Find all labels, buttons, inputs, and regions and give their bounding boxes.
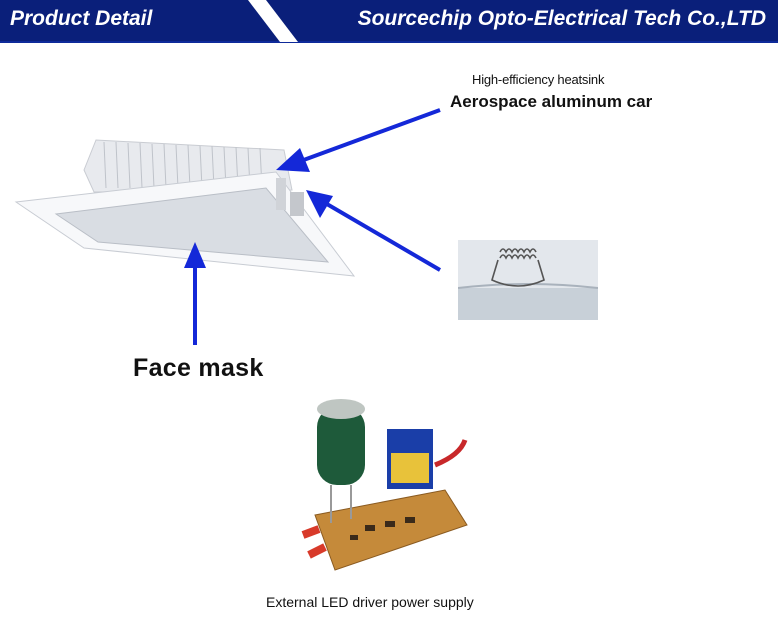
face-mask-label: Face mask (133, 354, 264, 382)
company-name: Sourcechip Opto-Electrical Tech Co.,LTD (357, 7, 766, 30)
driver-caption: External LED driver power supply (266, 594, 474, 610)
banner-divider (248, 0, 298, 42)
heatsink-label: High-efficiency heatsink (472, 72, 605, 87)
header-banner: Product Detail Sourcechip Opto-Electrica… (0, 0, 778, 43)
product-detail-title: Product Detail (10, 7, 153, 30)
spring-clip-closeup (458, 240, 598, 320)
heatsink-material-label: Aerospace aluminum car (450, 92, 653, 111)
downlight-image (14, 139, 356, 277)
led-driver-board-image (301, 399, 468, 571)
